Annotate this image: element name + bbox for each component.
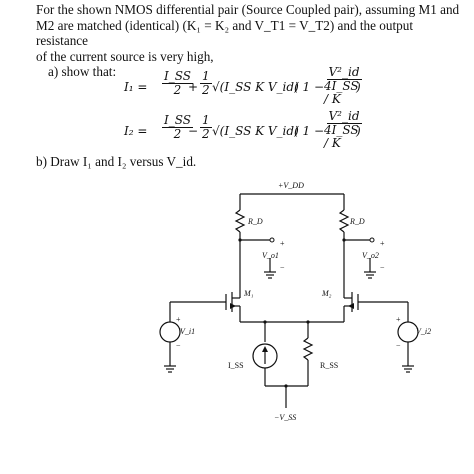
vo2-plus: + [380, 239, 385, 248]
formula-i2-sqrt: √(I_SS K V_id) [212, 124, 299, 138]
formula-i2-inner: ( 1 − [294, 124, 324, 138]
m1-label: M₁ [243, 289, 254, 298]
formula-i1-op: + [188, 80, 199, 94]
part-a-label: a) show that: [48, 64, 117, 79]
vi2-label: V_i2 [416, 327, 431, 336]
vi1-plus: + [176, 315, 181, 324]
formula-i1-inner-frac: V²_id 4I_SS / K [324, 65, 362, 106]
vo2-minus: − [380, 263, 385, 272]
rd-right-resistor [338, 209, 350, 233]
formula-i1-term1: I_SS 2 [162, 69, 193, 97]
formula-i1-lhs: I₁ = [124, 80, 148, 94]
vo2-terminal [369, 237, 375, 243]
m2-label: M₂ [321, 289, 332, 298]
formula-i1-term2: 1 2 [200, 69, 212, 97]
rd-right-label: R_D [349, 217, 365, 226]
problem-statement: For the shown NMOS differential pair (So… [36, 2, 468, 80]
vo1-terminal [269, 237, 275, 243]
vi2-source [397, 321, 419, 343]
rss-label: R_SS [320, 361, 338, 370]
part-b-label: b) Draw I₁ and I₂ versus V_id. [36, 154, 197, 169]
vo1-junction [238, 238, 242, 242]
formula-i2-term2: 1 2 [200, 113, 212, 141]
iss-label: I_SS [228, 361, 244, 370]
vi2-minus: − [396, 341, 401, 350]
vi1-source [159, 321, 181, 343]
formula-i1-inner: ( 1 − [294, 80, 324, 94]
rd-left-resistor [234, 209, 246, 233]
problem-line-1: For the shown NMOS differential pair (So… [36, 2, 460, 17]
formula-i1-sqrt: √(I_SS K V_id) [212, 80, 299, 94]
formula-i2-term1: I_SS 2 [162, 113, 193, 141]
rd-left-label: R_D [247, 217, 263, 226]
source-junction-rss [306, 320, 310, 324]
vo2-label: V_o2 [362, 251, 379, 260]
bottom-junction [284, 384, 288, 388]
source-junction-iss [263, 320, 267, 324]
vi1-minus: − [176, 341, 181, 350]
m2-source-arrow [348, 303, 354, 309]
vo1-minus: − [280, 263, 285, 272]
formula-i2-inner-frac: V²_id 4I_SS / K [324, 109, 362, 150]
problem-line-2: M2 are matched (identical) (K₁ = K₂ and … [36, 17, 413, 49]
problem-line-3: of the current source is very high, [36, 48, 214, 64]
iss-arrow-head [262, 346, 268, 352]
formula-i2: I₂ = I_SS 2 − 1 2 √(I_SS K V_id) ( 1 − V… [124, 109, 364, 174]
vi1-label: V_i1 [180, 327, 195, 336]
vo1-plus: + [280, 239, 285, 248]
formula-i2-op: − [188, 124, 199, 138]
vi2-plus: + [396, 315, 401, 324]
vo1-label: V_o1 [262, 251, 279, 260]
vo2-junction [342, 238, 346, 242]
vss-label: −V_SS [274, 413, 296, 422]
formula-i1-close: ) [356, 80, 361, 94]
vdd-label: +V_DD [278, 181, 304, 190]
formula-i1: I₁ = I_SS 2 + 1 2 √(I_SS K V_id) ( 1 − V… [124, 60, 364, 122]
formula-i2-close: ) [356, 124, 361, 138]
m1-source-arrow [230, 303, 236, 309]
rss-resistor [302, 337, 314, 361]
formula-i2-lhs: I₂ = [124, 124, 148, 138]
